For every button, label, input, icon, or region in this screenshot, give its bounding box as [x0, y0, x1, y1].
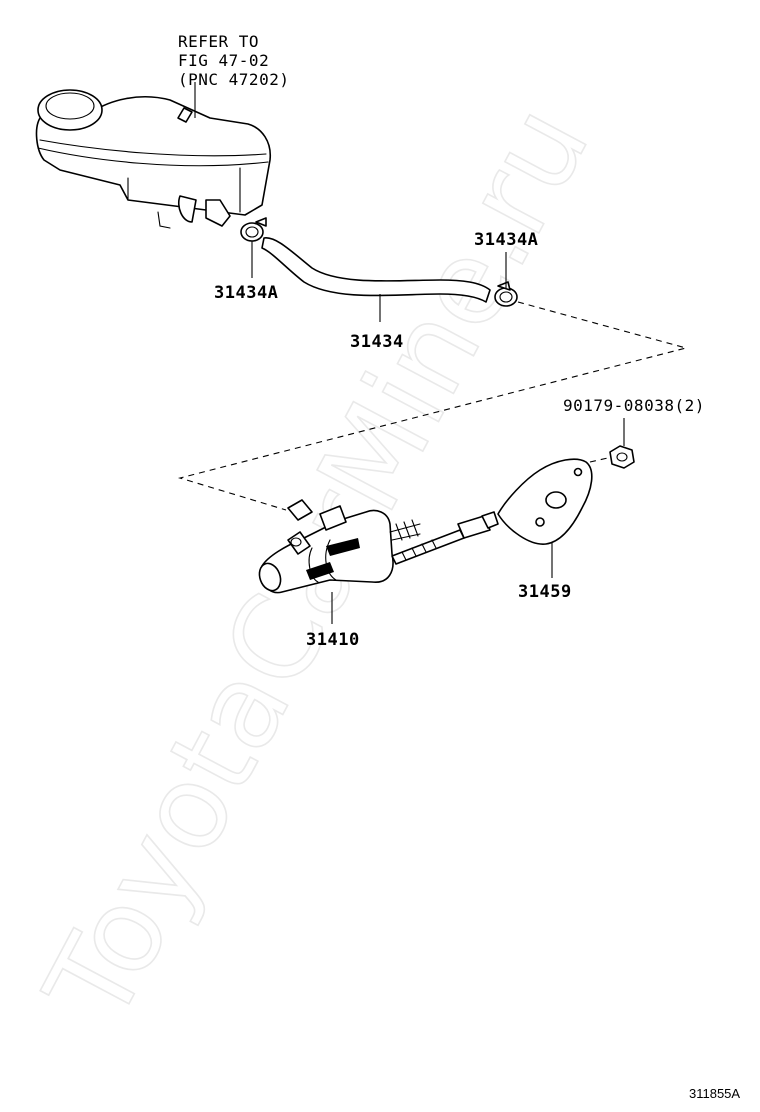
- callout-31434a-lower: 31434A: [474, 230, 538, 250]
- callout-31434a-upper: 31434A: [214, 283, 278, 303]
- callout-31434: 31434: [350, 332, 404, 352]
- clutch-master-cylinder: 31410: [258, 499, 499, 650]
- reservoir-hose: 31434: [261, 237, 491, 352]
- nut: 90179-08038(2): [563, 396, 705, 469]
- refer-note-line3: (PNC 47202): [178, 70, 289, 89]
- gasket: 31459: [497, 458, 593, 602]
- figure-id: 311855A: [689, 1086, 740, 1101]
- connection-guides: [177, 301, 689, 511]
- refer-note-line1: REFER TO: [178, 32, 259, 51]
- hose-clamp-lower: 31434A: [474, 230, 538, 307]
- refer-note-line2: FIG 47-02: [178, 51, 269, 70]
- hose-clamp-upper: 31434A: [214, 217, 278, 303]
- callout-31410: 31410: [306, 630, 360, 650]
- callout-90179-08038: 90179-08038(2): [563, 396, 705, 415]
- refer-note: REFER TO FIG 47-02 (PNC 47202): [178, 32, 289, 89]
- reservoir-tank: [35, 82, 272, 229]
- callout-31459: 31459: [518, 582, 572, 602]
